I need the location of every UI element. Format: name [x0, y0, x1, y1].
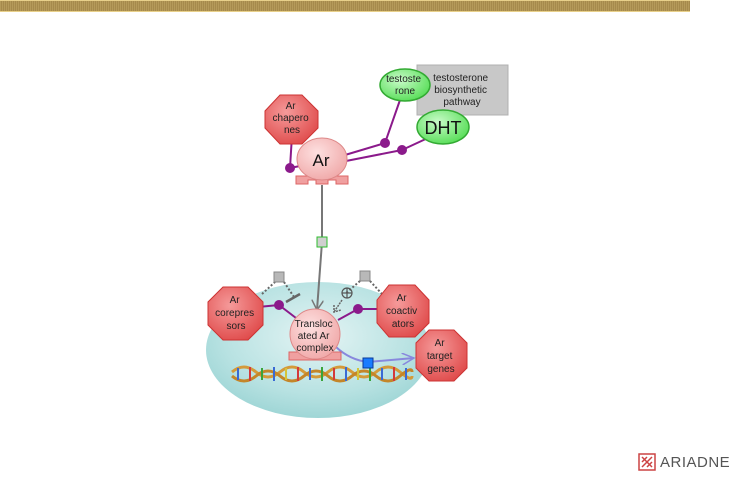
binding-point	[353, 304, 363, 314]
binding-point	[274, 300, 284, 310]
corepressor-process-node[interactable]	[273, 271, 285, 283]
svg-text:Ar: Ar	[313, 151, 330, 170]
ar-corepressors-node[interactable]: Ar corepres sors	[207, 286, 264, 341]
testosterone-node[interactable]: testoste rone	[379, 68, 431, 102]
header-decorative-bar	[0, 0, 690, 12]
coactivator-process-node[interactable]	[359, 270, 371, 282]
edge-testosterone-ar[interactable]	[384, 99, 401, 144]
translocation-process-node[interactable]	[316, 236, 328, 248]
binding-point	[285, 163, 295, 173]
dht-node[interactable]: DHT	[416, 109, 470, 145]
ar-node[interactable]: Ar	[295, 137, 349, 185]
expression-process-node[interactable]	[362, 357, 374, 369]
svg-text:Ar target genes: Ar target genes	[427, 338, 455, 375]
ariadne-logo: ARIADNE	[638, 453, 729, 471]
ariadne-logo-text: ARIADNE	[660, 453, 729, 471]
binding-point	[397, 145, 407, 155]
svg-text:Ar chapero nes: Ar chapero nes	[273, 101, 312, 136]
testosterone-biosynthetic-pathway-node[interactable]: testosterone biosynthetic pathway	[416, 64, 509, 116]
svg-text:Transloc ated Ar c: Transloc ated Ar complex	[295, 319, 336, 354]
ar-target-genes-node[interactable]: Ar target genes	[415, 329, 468, 382]
ar-chaperones-node[interactable]: Ar chapero nes	[264, 94, 319, 145]
binding-point	[380, 138, 390, 148]
ariadne-labyrinth-icon	[638, 453, 656, 471]
svg-text:testosterone biosyntheti: testosterone biosynthetic pathway	[433, 73, 491, 108]
inhibition-bar	[285, 292, 301, 304]
svg-text:Ar corepres sors: Ar corepres sors	[215, 295, 257, 332]
translocated-ar-complex-node[interactable]: Transloc ated Ar complex	[288, 308, 342, 361]
svg-text:DHT: DHT	[425, 118, 462, 138]
svg-text:testoste rone: testoste rone	[386, 74, 424, 97]
svg-text:Ar coactiv ators: Ar coactiv ators	[386, 293, 420, 330]
activation-plus-icon	[341, 287, 353, 299]
ar-coactivators-node[interactable]: Ar coactiv ators	[376, 284, 430, 338]
dna-helix-icon	[231, 365, 414, 383]
